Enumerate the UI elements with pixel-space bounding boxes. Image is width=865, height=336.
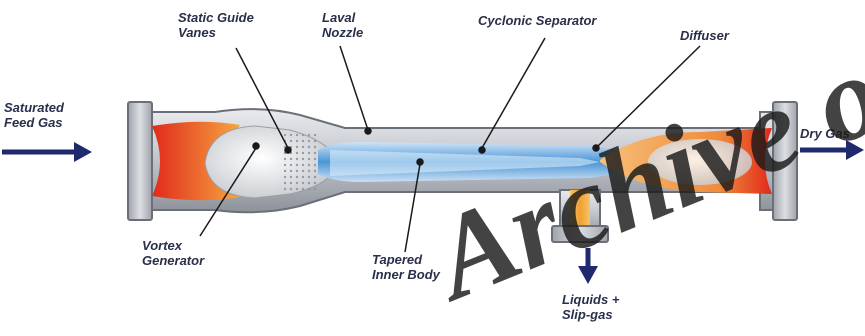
label-static-guide-vanes-line2: Vanes — [178, 25, 254, 40]
label-diffuser-text: Diffuser — [680, 28, 729, 43]
label-dry-gas: Dry Gas — [800, 126, 850, 141]
label-vortex-generator: Vortex Generator — [142, 238, 204, 268]
drain-flange — [552, 226, 608, 242]
label-static-guide-vanes: Static Guide Vanes — [178, 10, 254, 40]
outlet-flange — [773, 102, 797, 220]
label-vortex-generator-line2: Generator — [142, 253, 204, 268]
dry-gas-arrow — [800, 140, 864, 160]
label-static-guide-vanes-line1: Static Guide — [178, 10, 254, 25]
leader-laval-nozzle — [340, 46, 368, 130]
feed-gas-arrow — [2, 142, 92, 162]
label-cyclonic-separator: Cyclonic Separator — [478, 13, 597, 28]
inlet-flange — [128, 102, 152, 220]
label-tapered-inner-body: Tapered Inner Body — [372, 252, 440, 282]
label-saturated-feed-gas: Saturated Feed Gas — [4, 100, 64, 130]
label-liquids-slip-gas-line1: Liquids + — [562, 292, 619, 307]
label-liquids-slip-gas-line2: Slip-gas — [562, 307, 619, 322]
label-vortex-generator-line1: Vortex — [142, 238, 204, 253]
label-tapered-inner-body-line2: Inner Body — [372, 267, 440, 282]
label-tapered-inner-body-line1: Tapered — [372, 252, 440, 267]
label-laval-nozzle-line1: Laval — [322, 10, 363, 25]
label-cyclonic-separator-text: Cyclonic Separator — [478, 13, 597, 28]
diffuser-core — [648, 139, 752, 185]
label-liquids-slip-gas: Liquids + Slip-gas — [562, 292, 619, 322]
label-diffuser: Diffuser — [680, 28, 729, 43]
label-saturated-feed-gas-line2: Feed Gas — [4, 115, 64, 130]
label-dry-gas-text: Dry Gas — [800, 126, 850, 141]
label-saturated-feed-gas-line1: Saturated — [4, 100, 64, 115]
label-laval-nozzle: Laval Nozzle — [322, 10, 363, 40]
liquids-arrow — [578, 248, 598, 284]
label-laval-nozzle-line2: Nozzle — [322, 25, 363, 40]
